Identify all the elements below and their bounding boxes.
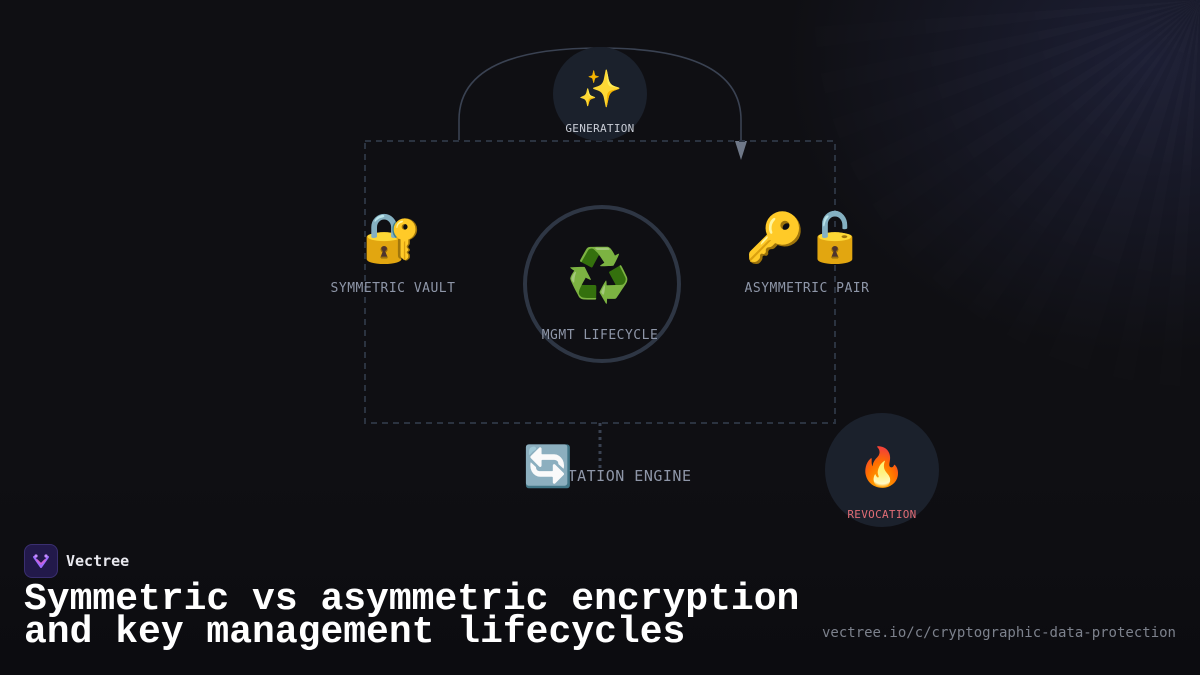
brand: Vectree xyxy=(24,544,129,578)
arc-arrowhead xyxy=(735,141,747,160)
recycle-icon: ♻️ xyxy=(566,246,632,306)
lifecycle-ring xyxy=(523,205,681,363)
brand-name: Vectree xyxy=(66,552,130,570)
page-title: Symmetric vs asymmetric encryption and k… xyxy=(24,578,800,654)
symmetric-vault-label: SYMMETRIC VAULT xyxy=(330,281,456,296)
dashed-boundary xyxy=(364,140,836,424)
vectree-logo-icon xyxy=(24,544,58,578)
generation-label: GENERATION xyxy=(565,122,635,135)
fire-icon: 🔥 xyxy=(858,445,906,489)
revocation-node xyxy=(825,413,939,527)
generation-node xyxy=(553,47,647,141)
rotation-engine-label: ROTATION ENGINE xyxy=(548,467,692,485)
mgmt-lifecycle-label: MGMT LIFECYCLE xyxy=(541,328,659,343)
key-and-unlock-icon: 🔑🔓 xyxy=(745,210,865,266)
title-line-2: and key management lifecycles xyxy=(24,611,686,654)
locked-with-key-icon: 🔐 xyxy=(362,210,422,266)
rotate-arrows-icon: 🔄 xyxy=(523,444,573,490)
asymmetric-pair-label: ASYMMETRIC PAIR xyxy=(744,281,870,296)
revocation-label: REVOCATION xyxy=(847,508,917,521)
source-url: vectree.io/c/cryptographic-data-protecti… xyxy=(821,625,1176,641)
title-line-1: Symmetric vs asymmetric encryption xyxy=(24,578,800,621)
sparkles-icon: ✨ xyxy=(577,69,623,110)
